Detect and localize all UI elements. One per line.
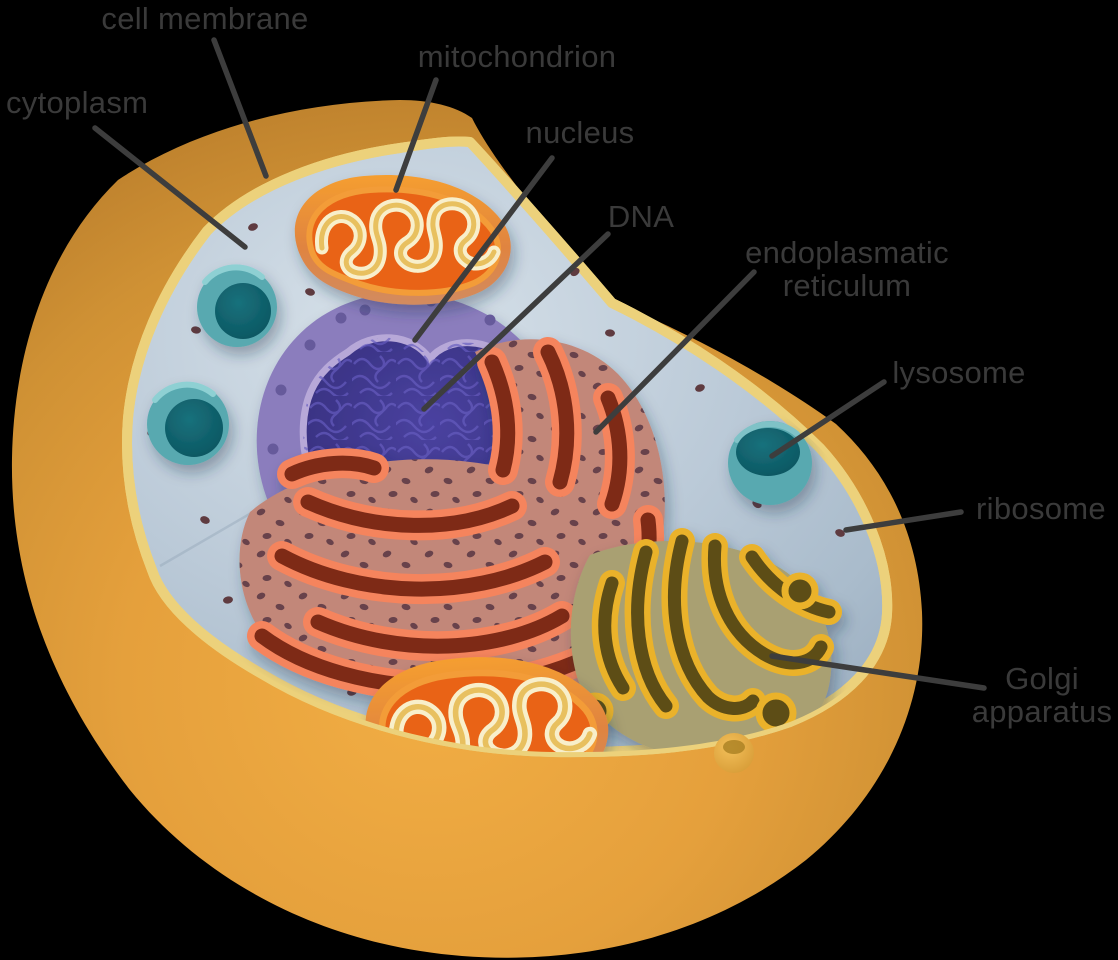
label-cytoplasm: cytoplasm <box>6 85 149 120</box>
lysosome-leader-line <box>769 379 887 459</box>
membrane-vesicle <box>714 733 754 773</box>
cell-membrane-leader-line <box>211 37 269 179</box>
golgi-apparatus-graphic <box>570 528 842 753</box>
lysosome-right <box>728 421 812 505</box>
ribosome-dot <box>743 348 753 356</box>
ribosome-leader-line <box>843 509 964 533</box>
ribosome-dot <box>200 516 210 524</box>
label-cell-membrane: cell membrane <box>101 1 309 36</box>
golgi-vesicle <box>781 572 819 610</box>
dna-leader-line <box>421 231 611 412</box>
golgi-apparatus-leader-line <box>769 653 987 691</box>
ribosome-dot <box>223 596 233 604</box>
lysosome-left-1 <box>197 264 277 347</box>
label-endoplasmatic-reticulum: endoplasmatic reticulum <box>745 235 949 304</box>
label-nucleus: nucleus <box>525 115 635 150</box>
ribosome-dot <box>305 288 315 296</box>
golgi-cisternae <box>591 528 842 722</box>
cytoplasm-leader-line <box>92 125 248 250</box>
ribosome-dot <box>191 326 201 334</box>
label-mitochondrion: mitochondrion <box>417 39 617 74</box>
ribosome-dot <box>605 329 615 337</box>
ribosome-dot <box>695 384 705 392</box>
lysosome-left-2 <box>147 381 229 465</box>
label-lysosome: lysosome <box>892 355 1026 390</box>
ribosome-dot <box>657 296 667 304</box>
ribosome-dot <box>835 529 845 537</box>
mitochondrion-leader-line <box>393 77 439 193</box>
endoplasmatic-reticulum-leader-line <box>593 269 757 435</box>
nucleus-leader-line <box>412 155 555 343</box>
label-dna: DNA <box>607 199 675 234</box>
label-ribosome: ribosome <box>976 491 1106 526</box>
label-golgi-apparatus: Golgi apparatus <box>971 661 1113 730</box>
ribosome-dot <box>248 223 258 231</box>
leader-lines <box>92 37 987 691</box>
